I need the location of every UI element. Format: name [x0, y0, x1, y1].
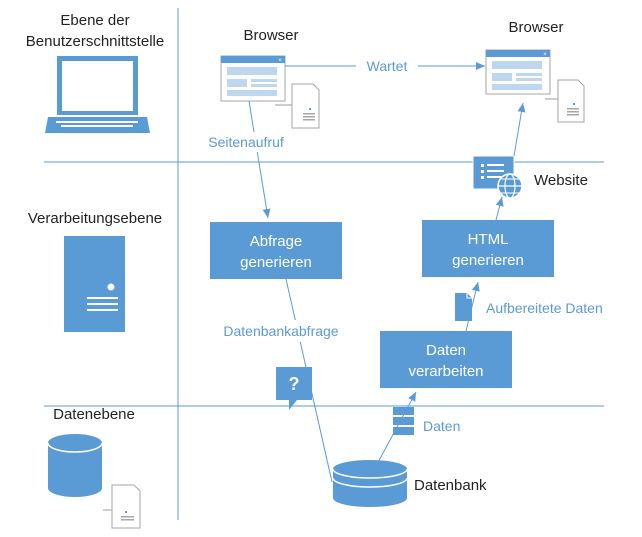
html-node	[422, 220, 554, 277]
database-node-label: Datenbank	[414, 477, 487, 494]
wait-label: Wartet	[367, 58, 408, 74]
document-icon	[103, 484, 141, 529]
website-label: Website	[534, 172, 588, 189]
html-node-line2: generieren	[452, 252, 524, 269]
query-node-line2: generieren	[240, 254, 312, 271]
process-node-line1: Daten	[426, 342, 466, 359]
database-node	[332, 460, 408, 507]
prepared-data-label: Aufbereitete Daten	[486, 300, 603, 316]
tier-ui-label-line2: Benutzerschnittstelle	[26, 33, 164, 50]
question-mark: ?	[289, 374, 300, 394]
browser-left-label: Browser	[243, 27, 298, 44]
document-icon	[545, 79, 585, 123]
query-node	[210, 222, 342, 279]
svg-text:×: ×	[278, 58, 282, 64]
web-globe-icon	[472, 155, 523, 199]
page-request-arrow	[248, 100, 271, 219]
website-to-browser-arrow	[513, 102, 526, 157]
html-node-line1: HTML	[468, 231, 509, 248]
tier-data-label: Datenebene	[53, 406, 135, 423]
process-node	[380, 331, 512, 388]
page-request-label: Seitenaufruf	[208, 134, 284, 150]
database-icon	[47, 434, 103, 497]
document-icon	[455, 293, 472, 321]
query-node-line1: Abfrage	[250, 233, 303, 250]
browser-window-icon: ×	[485, 49, 551, 95]
html-to-website-arrow	[495, 196, 504, 221]
server-icon	[64, 236, 125, 332]
question-bubble-icon: ?	[276, 367, 312, 410]
browser-window-icon: ×	[220, 55, 286, 102]
tier-processing-label: Verarbeitungsebene	[28, 210, 162, 227]
process-node-line2: verarbeiten	[408, 363, 483, 380]
db-query-label: Datenbankabfrage	[223, 323, 338, 339]
data-stack-icon	[393, 407, 414, 435]
tier-ui-label-line1: Ebene der	[60, 12, 129, 29]
laptop-icon	[45, 56, 150, 133]
browser-right-label: Browser	[508, 19, 563, 36]
data-label: Daten	[423, 418, 460, 434]
svg-text:×: ×	[543, 52, 547, 58]
document-icon	[275, 83, 320, 129]
